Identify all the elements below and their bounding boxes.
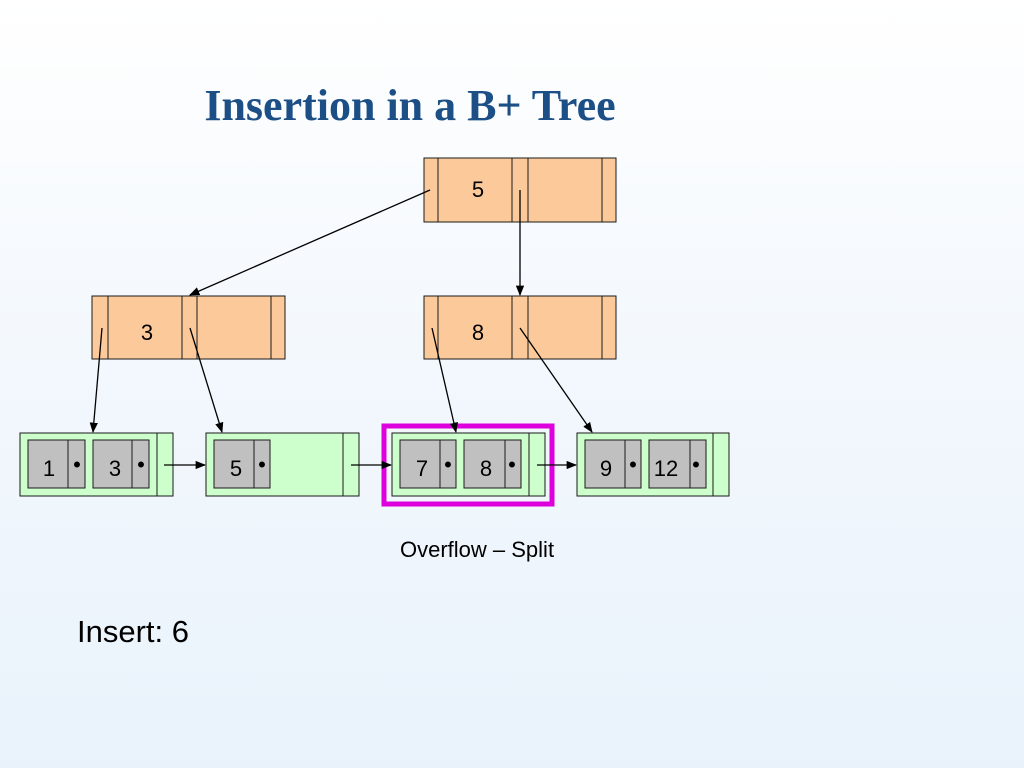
- pointer-dot: •: [73, 452, 81, 477]
- internal-left-key: 3: [141, 320, 153, 345]
- root-key: 5: [472, 177, 484, 202]
- leaf-node-4: 9 • 12 •: [576, 432, 730, 497]
- right-to-leaf3-arrow: [431, 327, 458, 434]
- right-to-leaf4-arrow: [519, 327, 593, 433]
- leaf-node-3: 7 • 8 •: [381, 423, 555, 507]
- tree-pointers: [89, 189, 593, 434]
- pointer-dot: •: [258, 452, 266, 477]
- internal-node-left: 3: [91, 295, 286, 360]
- pointer-dot: •: [508, 452, 516, 477]
- overflow-annotation: Overflow – Split: [400, 537, 555, 562]
- leaf-3-key-1: 7: [416, 456, 428, 481]
- insert-operation-label: Insert: 6: [77, 614, 189, 649]
- pointer-dot: •: [692, 452, 700, 477]
- slide-title: Insertion in a B+ Tree: [204, 81, 616, 130]
- pointer-dot: •: [444, 452, 452, 477]
- left-to-leaf1-arrow: [89, 327, 103, 434]
- leaf-3-key-2: 8: [480, 456, 492, 481]
- leaf-2-key-1: 5: [230, 456, 242, 481]
- leaf-4-key-2: 12: [654, 456, 678, 481]
- leaf-node-2: 5 •: [205, 432, 360, 497]
- left-to-leaf2-arrow: [189, 327, 224, 433]
- root-to-left-arrow: [189, 189, 431, 296]
- internal-node-right: 8: [423, 295, 617, 360]
- leaf-1-key-1: 1: [43, 456, 55, 481]
- pointer-dot: •: [629, 452, 637, 477]
- pointer-dot: •: [137, 452, 145, 477]
- internal-right-key: 8: [472, 320, 484, 345]
- leaf-1-key-2: 3: [109, 456, 121, 481]
- leaf-node-1: 1 • 3 •: [19, 432, 174, 497]
- leaf-4-key-1: 9: [600, 456, 612, 481]
